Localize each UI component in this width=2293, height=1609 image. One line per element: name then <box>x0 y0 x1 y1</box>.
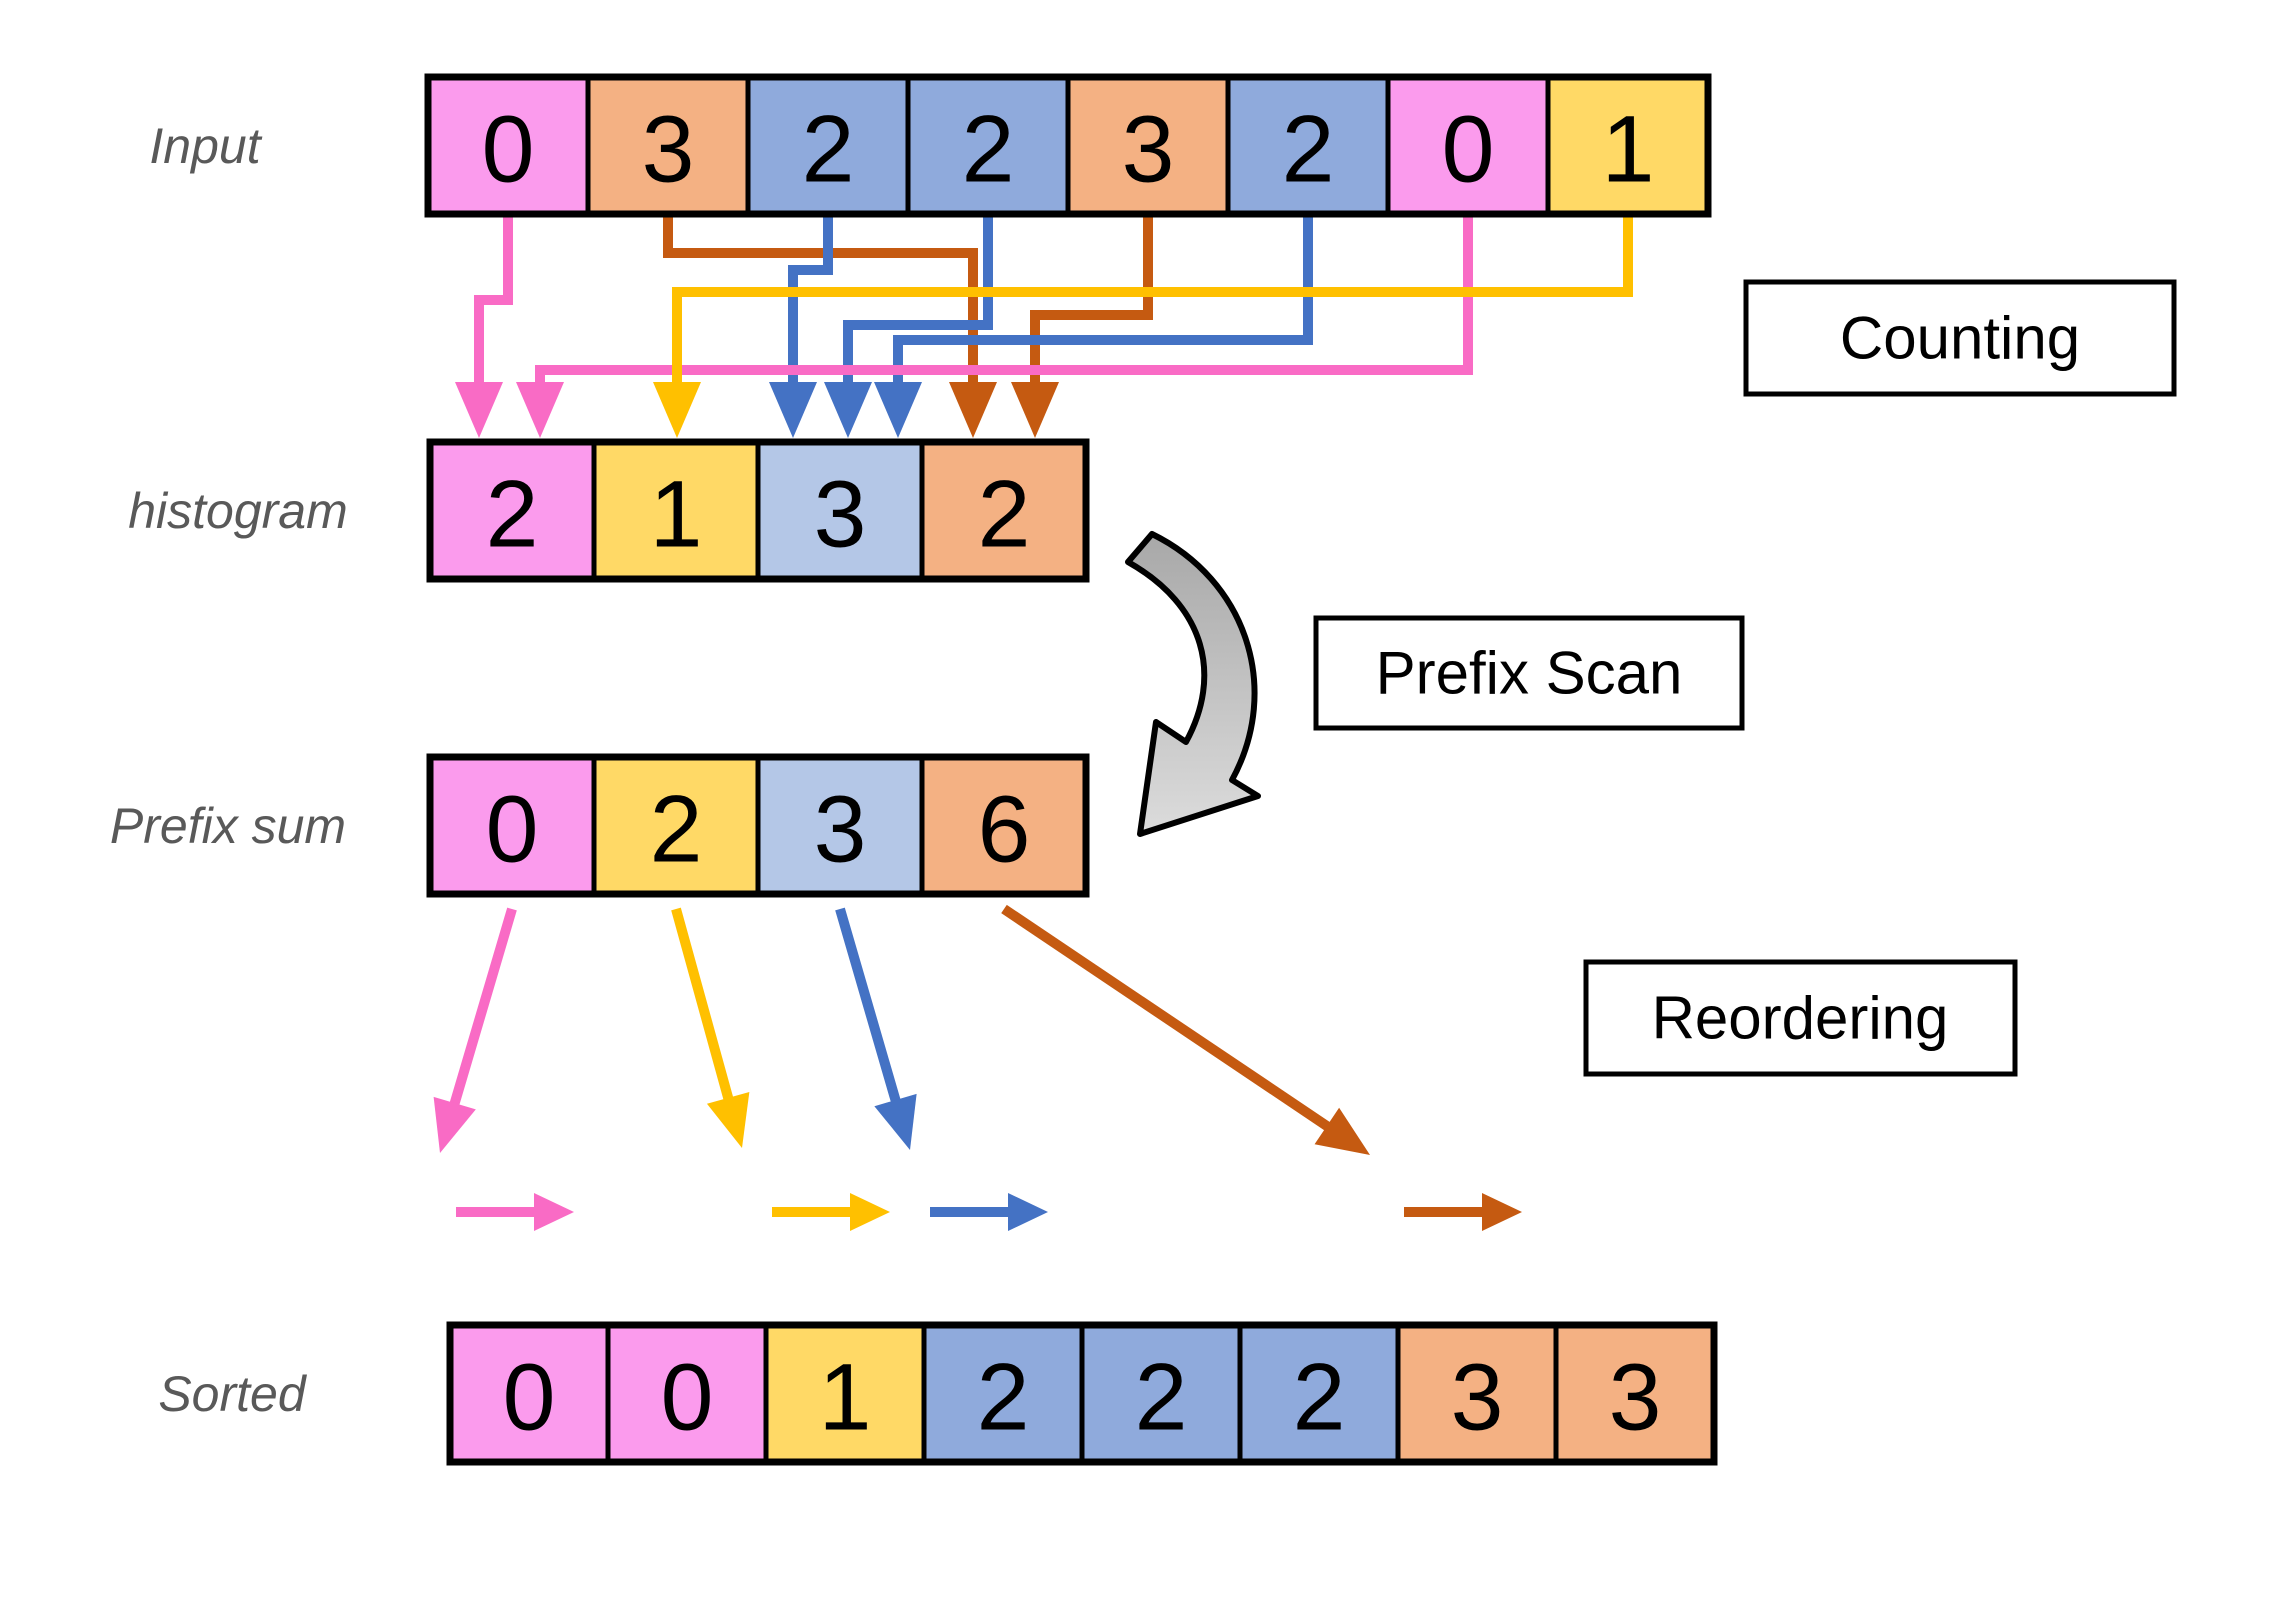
sorted-cell: 2 <box>1079 1322 1243 1465</box>
sorted-cell: 0 <box>447 1322 611 1465</box>
input-cell: 2 <box>745 74 911 217</box>
cell-value: 2 <box>962 97 1015 203</box>
prefix-sum-row: 0 2 3 6 <box>426 753 1090 898</box>
cell-value: 0 <box>1442 97 1495 203</box>
input-cell: 1 <box>1545 74 1711 217</box>
row-outline <box>424 73 1712 218</box>
fill-direction-arrow-pink <box>456 1193 574 1231</box>
input-cell: 2 <box>905 74 1071 217</box>
histogram-cell: 1 <box>591 439 761 582</box>
cell-value: 2 <box>978 462 1031 568</box>
sorted-cell: 3 <box>1553 1322 1717 1465</box>
sorted-cell: 0 <box>605 1322 769 1465</box>
sorted-cell: 3 <box>1395 1322 1559 1465</box>
input-row: 0 3 2 2 3 2 0 1 <box>424 73 1712 218</box>
input-row-label: Input <box>149 118 262 174</box>
sorted-cell: 1 <box>763 1322 927 1465</box>
prefix-sum-cell: 0 <box>427 754 597 897</box>
cell-value: 2 <box>650 777 703 883</box>
sorted-cell: 2 <box>921 1322 1085 1465</box>
counting-arrow-blue <box>824 216 993 438</box>
counting-arrow-blue <box>769 216 833 438</box>
input-cell: 3 <box>585 74 751 217</box>
cell-value: 2 <box>977 1345 1030 1451</box>
array-cell <box>1237 1322 1401 1465</box>
counting-arrow-orange <box>1011 216 1153 438</box>
prefix-scan-step-box: Prefix Scan <box>1313 615 1745 731</box>
cell-value: 2 <box>1293 1345 1346 1451</box>
reorder-arrow-blue <box>835 907 917 1150</box>
cell-value: 1 <box>650 462 703 568</box>
fill-direction-arrow-blue <box>930 1193 1048 1231</box>
cell-value: 2 <box>486 462 539 568</box>
histogram-cell: 2 <box>919 439 1089 582</box>
cell-value: 3 <box>814 462 867 568</box>
array-cell <box>1385 74 1551 217</box>
sorted-row-label: Sorted <box>158 1366 308 1422</box>
prefix-sum-row-label: Prefix sum <box>110 798 346 854</box>
cell-value: 3 <box>814 777 867 883</box>
cell-value: 0 <box>482 97 535 203</box>
prefix-sum-cell: 6 <box>919 754 1089 897</box>
counting-arrow-pink <box>455 216 513 438</box>
array-cell <box>427 439 597 582</box>
cell-value: 1 <box>819 1345 872 1451</box>
counting-step-box: Counting <box>1743 279 2177 397</box>
fill-direction-arrow-yellow <box>772 1193 890 1231</box>
reordering-step-label: Reordering <box>1652 985 1949 1052</box>
reordering-step-box: Reordering <box>1583 959 2018 1077</box>
prefix-sum-cell: 2 <box>591 754 761 897</box>
array-cell <box>919 754 1089 897</box>
cell-value: 0 <box>503 1345 556 1451</box>
prefix-sum-cell: 3 <box>755 754 925 897</box>
counting-arrow-orange <box>663 216 997 438</box>
cell-value: 3 <box>1122 97 1175 203</box>
row-outline <box>426 753 1090 898</box>
row-outline <box>426 438 1090 583</box>
input-cell: 2 <box>1225 74 1391 217</box>
input-cell: 0 <box>1385 74 1551 217</box>
reordering-arrows-layer <box>433 904 1522 1516</box>
cell-value: 1 <box>1602 97 1655 203</box>
input-cell: 3 <box>1065 74 1231 217</box>
cell-value: 2 <box>1135 1345 1188 1451</box>
cell-value: 0 <box>486 777 539 883</box>
sorted-cell: 2 <box>1237 1322 1401 1465</box>
prefix-scan-curved-arrow <box>1125 531 1261 837</box>
prefix-scan-arrow-layer <box>1125 531 1261 837</box>
cell-value: 0 <box>661 1345 714 1451</box>
histogram-cell: 3 <box>755 439 925 582</box>
counting-step-label: Counting <box>1840 305 2080 372</box>
cell-value: 2 <box>802 97 855 203</box>
reorder-arrow-orange <box>1001 904 1370 1155</box>
array-cell <box>605 1322 769 1465</box>
cell-value: 3 <box>1609 1345 1662 1451</box>
histogram-row: 2 1 3 2 <box>426 438 1090 583</box>
counting-arrow-blue <box>874 216 1313 438</box>
histogram-cell: 2 <box>427 439 597 582</box>
fill-direction-arrow-orange <box>1404 1193 1522 1231</box>
input-cell: 0 <box>425 74 591 217</box>
prefix-scan-step-label: Prefix Scan <box>1376 640 1683 707</box>
cell-value: 2 <box>1282 97 1335 203</box>
histogram-row-label: histogram <box>128 483 348 539</box>
cell-value: 3 <box>1451 1345 1504 1451</box>
counting-arrow-yellow <box>653 216 1633 438</box>
counting-arrows-layer <box>455 216 1633 438</box>
reorder-arrow-yellow <box>671 907 750 1148</box>
cell-value: 6 <box>978 777 1031 883</box>
reorder-arrow-pink <box>433 907 517 1153</box>
cell-value: 3 <box>642 97 695 203</box>
